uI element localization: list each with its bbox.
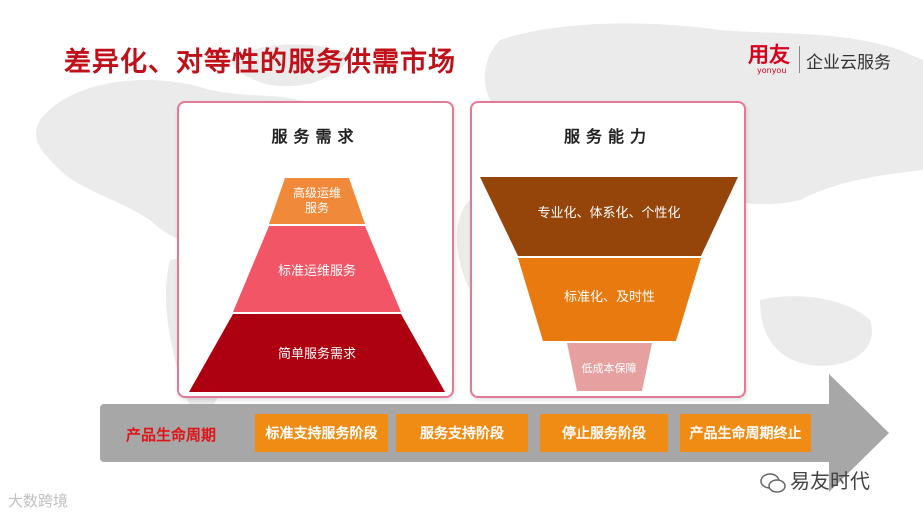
capability-panel: 服务能力 专业化、体系化、个性化 标准化、及时性 低成本保障 <box>470 101 746 398</box>
capability-level-bottom <box>567 343 652 391</box>
demand-pyramid <box>189 178 445 392</box>
capability-level-bottom-label: 低成本保障 <box>569 360 649 377</box>
demand-level-top <box>269 178 365 224</box>
demand-level-bottom-label: 简单服务需求 <box>219 346 415 363</box>
capability-level-top-line-1: 专业化、体系化、个性化 <box>537 206 681 221</box>
demand-level-top-line-2: 服务 <box>304 201 329 215</box>
lifecycle-stage-1: 标准支持服务阶段 <box>255 414 388 452</box>
lifecycle-label: 产品生命周期 <box>126 426 217 444</box>
watermark-right: 易友时代 <box>760 465 870 494</box>
page-title: 差异化、对等性的服务供需市场 <box>64 47 456 78</box>
capability-level-middle-label: 标准化、及时性 <box>532 289 687 306</box>
capability-level-bottom-line-1: 低成本保障 <box>581 362 637 375</box>
yonyou-logo-text: 用友 <box>748 43 790 67</box>
watermark-left: 大数跨境 <box>8 490 68 511</box>
capability-panel-title: 服务能力 <box>563 127 652 146</box>
brand-product-name: 企业云服务 <box>806 53 891 73</box>
wechat-icon <box>760 472 786 493</box>
capability-level-middle-line-1: 标准化、及时性 <box>563 290 655 305</box>
demand-level-top-label: 高级运维 服务 <box>267 186 367 216</box>
lifecycle-arrowhead <box>829 374 889 492</box>
capability-level-top <box>480 177 738 256</box>
lifecycle-stage-2: 服务支持阶段 <box>396 414 528 452</box>
capability-level-middle <box>518 258 701 341</box>
lifecycle-stage-4: 产品生命周期终止 <box>680 414 811 452</box>
demand-level-middle-label: 标准运维服务 <box>239 263 395 280</box>
watermark-right-text: 易友时代 <box>790 469 870 493</box>
capability-funnel <box>480 177 738 391</box>
demand-level-bottom-line-1: 简单服务需求 <box>277 347 356 362</box>
yonyou-logo-subtext: yonyou <box>757 66 787 75</box>
demand-panel-title: 服务需求 <box>271 127 360 146</box>
demand-level-bottom <box>189 314 445 392</box>
demand-level-top-line-1: 高级运维 <box>292 186 341 200</box>
brand-separator <box>799 46 800 73</box>
capability-level-top-label: 专业化、体系化、个性化 <box>512 205 706 222</box>
lifecycle-stage-3: 停止服务阶段 <box>540 414 668 452</box>
demand-panel: 服务需求 高级运维 服务 标准运维服务 简单服务需求 <box>177 101 454 398</box>
demand-level-middle-line-1: 标准运维服务 <box>277 264 356 279</box>
lifecycle-arrow-triangle <box>829 374 889 492</box>
watermark-left-text: 大数跨境 <box>8 492 69 510</box>
demand-level-middle <box>233 226 401 312</box>
